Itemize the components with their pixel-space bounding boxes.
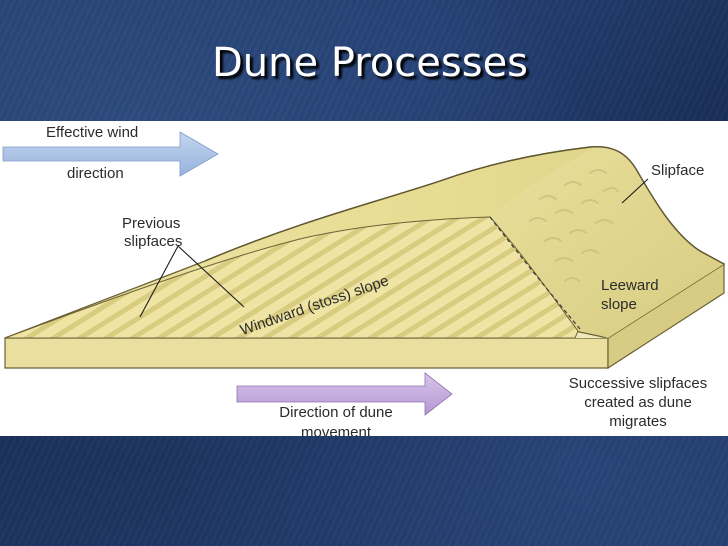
leeward-slope-label-line1: Leeward <box>601 277 659 294</box>
slipface-ripples <box>529 169 619 282</box>
wind-direction-arrow <box>2 131 219 177</box>
dune-diagram: Effective wind direction Previous slipfa… <box>0 121 728 436</box>
dune-movement-label-line1: Direction of dune <box>279 404 393 421</box>
dune-movement-arrow <box>236 372 453 416</box>
previous-slipfaces-label-line1: Previous <box>122 215 181 232</box>
leeward-slope-label-line2: slope <box>601 296 637 313</box>
windward-slope-outline <box>204 145 725 265</box>
dune-illustration <box>2 131 726 416</box>
wind-label-line1: Effective wind <box>46 124 139 141</box>
slide-title: Dune Processes <box>212 40 529 86</box>
dune-movement-label-line2: movement <box>300 424 372 436</box>
base-slab-front <box>4 337 609 369</box>
successive-slipfaces-label-line3: migrates <box>609 413 667 430</box>
successive-slipfaces-label-line1: Successive slipfaces <box>568 375 708 392</box>
previous-slipfaces-label-line2: slipfaces <box>124 233 183 250</box>
wind-label-line2: direction <box>67 165 124 182</box>
previous-slipfaces-leader-1 <box>139 245 179 318</box>
previous-slipfaces-leader-2 <box>177 245 245 308</box>
slipface-leader <box>621 178 649 204</box>
successive-slipfaces-label-line2: created as dune <box>584 394 692 411</box>
slipface-label: Slipface <box>651 162 705 179</box>
